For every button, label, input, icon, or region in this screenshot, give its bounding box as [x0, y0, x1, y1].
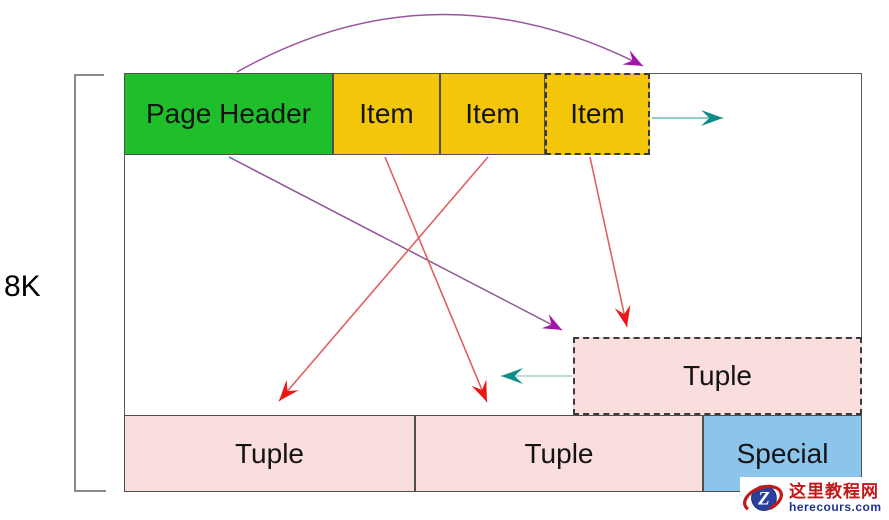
item-box-2: Item [440, 73, 545, 155]
watermark-site-url: herecours.com [789, 500, 882, 515]
item-2-label: Item [465, 98, 520, 129]
free-tuple-box-dashed: Tuple [573, 337, 862, 415]
size-bracket-tick-top [74, 74, 104, 76]
special-label: Special [736, 437, 829, 469]
watermark-site-name: 这里教程网 [789, 482, 879, 502]
size-bracket-tick-bottom [74, 490, 106, 492]
free-tuple-label: Tuple [682, 360, 752, 391]
watermark-logo-letter: Z [757, 488, 770, 509]
tuple-mid-label: Tuple [524, 437, 594, 469]
page-size-label: 8K [4, 270, 41, 303]
tuple-box-left: Tuple [124, 415, 415, 492]
item-box-1: Item [333, 73, 440, 155]
watermark-text: 这里教程网 herecours.com [789, 483, 882, 513]
tuple-box-middle: Tuple [415, 415, 703, 492]
page-header-to-item3-curve-line [236, 13, 644, 73]
page-header-to-item3-curve-arrowhead-icon [622, 50, 643, 66]
watermark-logo-icon: Z [743, 484, 783, 513]
item-box-3-dashed: Item [545, 73, 650, 155]
item-3-label: Item [570, 98, 625, 129]
size-bracket-line [74, 75, 76, 491]
watermark: Z 这里教程网 herecours.com [740, 477, 889, 520]
tuple-left-label: Tuple [234, 437, 304, 469]
page-header-box: Page Header [124, 73, 333, 155]
item-1-label: Item [359, 98, 414, 129]
page-header-label: Page Header [145, 98, 311, 129]
